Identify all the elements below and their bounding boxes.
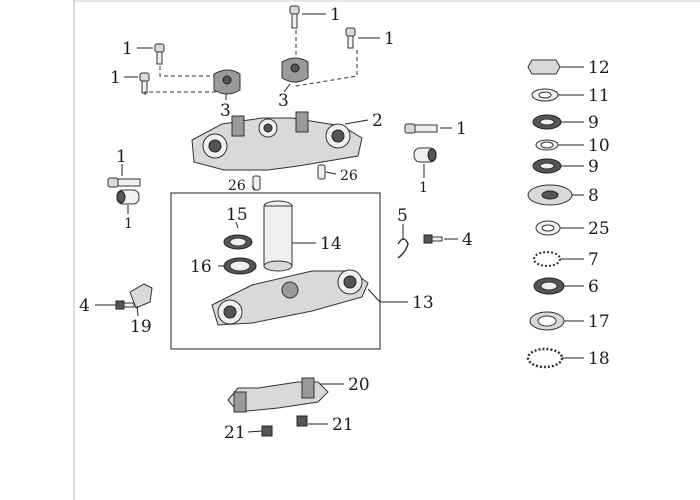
- callout-11: 11: [588, 86, 610, 106]
- callout-8: 8: [588, 186, 599, 206]
- bracket-19: [129, 283, 153, 309]
- callout-13: 13: [412, 293, 434, 313]
- handlebar-holder: [227, 377, 329, 413]
- washer-10: [535, 139, 559, 151]
- pin-26-right: [317, 164, 326, 180]
- callout-1: 1: [384, 29, 395, 49]
- dust-ring-16: [223, 257, 257, 275]
- pin-26-left: [252, 175, 261, 191]
- callout-20: 20: [348, 375, 370, 395]
- callout-9: 9: [588, 113, 599, 133]
- callout-17: 17: [588, 312, 610, 332]
- race-6: [533, 277, 565, 295]
- screw-4-left: [115, 300, 135, 310]
- washer-11: [531, 88, 559, 102]
- guide-line: [159, 66, 222, 77]
- callout-1: 1: [456, 119, 467, 139]
- upper-triple-clamp: [191, 111, 363, 171]
- bolt-top-left-2: [139, 72, 150, 94]
- seal-ring-15: [223, 234, 253, 250]
- guide-line: [144, 91, 222, 95]
- callout-1: 1: [110, 68, 121, 88]
- callout-18: 18: [588, 349, 610, 369]
- callout-19: 19: [130, 317, 152, 337]
- callout-12: 12: [588, 58, 610, 78]
- callout-3: 3: [220, 101, 231, 121]
- clip-5: [397, 238, 409, 259]
- callout-26: 26: [340, 168, 358, 184]
- leader-lines: [95, 13, 584, 433]
- locknut-9-bottom: [532, 158, 562, 174]
- handlebar-clamp-left: [213, 69, 241, 95]
- callout-21: 21: [224, 423, 246, 443]
- nut-21-left: [261, 425, 273, 437]
- cover-8: [527, 184, 573, 206]
- callout-26: 26: [228, 178, 246, 194]
- screw-4-right: [423, 234, 443, 244]
- callout-5: 5: [397, 206, 408, 226]
- callout-4: 4: [79, 296, 90, 316]
- callout-2: 2: [372, 111, 383, 131]
- bolt-top-left-1: [154, 43, 165, 65]
- callout-25: 25: [588, 219, 610, 239]
- locknut-9-top: [532, 114, 562, 130]
- handlebar-clamp-right: [281, 57, 309, 83]
- nut-21-right: [296, 415, 308, 427]
- bolt-right: [404, 123, 438, 134]
- callout-21: 21: [332, 415, 354, 435]
- race-25: [535, 220, 561, 236]
- callout-4: 4: [462, 230, 473, 250]
- lower-triple-clamp: [211, 269, 369, 326]
- callout-3: 3: [278, 91, 289, 111]
- guide-line: [295, 50, 358, 87]
- callout-1: 1: [330, 5, 341, 25]
- callout-7: 7: [588, 250, 599, 270]
- callout-1: 1: [122, 39, 133, 59]
- ball-ring-18: [526, 347, 564, 369]
- callout-6: 6: [588, 277, 599, 297]
- callout-1: 1: [419, 180, 428, 196]
- bolt-top-right: [345, 27, 356, 49]
- nut-12: [527, 59, 561, 75]
- sleeve-right: [413, 147, 437, 163]
- assembly-box: [170, 192, 381, 350]
- bolt-left: [107, 177, 141, 188]
- callout-1: 1: [116, 147, 127, 167]
- race-17: [529, 311, 565, 331]
- sleeve-left: [116, 189, 140, 205]
- callout-15: 15: [226, 205, 248, 225]
- callout-9: 9: [588, 157, 599, 177]
- callout-1: 1: [124, 216, 133, 232]
- callout-16: 16: [190, 257, 212, 277]
- callout-10: 10: [588, 136, 610, 156]
- bolt-top-center: [289, 5, 300, 29]
- callout-14: 14: [320, 234, 342, 254]
- ball-ring-7: [533, 251, 561, 267]
- steering-stem: [263, 200, 293, 272]
